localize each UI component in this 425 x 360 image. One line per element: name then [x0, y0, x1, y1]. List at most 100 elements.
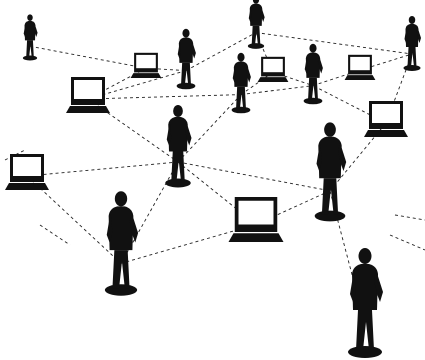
arm — [129, 212, 139, 243]
legs — [407, 47, 417, 67]
base-shadow — [403, 65, 421, 71]
torso — [168, 117, 188, 152]
computer-icon — [130, 52, 162, 78]
network-link — [185, 32, 257, 71]
base-shadow — [303, 97, 323, 105]
network-link — [29, 45, 147, 69]
person-figure — [22, 14, 38, 61]
person-figure — [348, 248, 383, 358]
arm — [416, 27, 421, 43]
computer-icon — [364, 101, 408, 137]
legs — [112, 250, 130, 289]
base-shadow — [348, 346, 382, 358]
head — [408, 16, 416, 24]
head — [173, 105, 183, 117]
computer-icon — [257, 56, 289, 82]
torso — [249, 3, 263, 26]
network-link — [39, 224, 71, 246]
screen — [263, 58, 283, 73]
torso — [318, 136, 342, 179]
keyboard — [257, 77, 289, 82]
torso — [24, 21, 36, 41]
base-shadow — [231, 106, 251, 114]
head — [114, 191, 128, 207]
person-figure — [403, 16, 421, 71]
torso — [305, 52, 321, 78]
head — [252, 0, 260, 4]
torso — [178, 37, 194, 63]
arm — [260, 6, 265, 22]
arm — [304, 55, 309, 74]
person-figure — [104, 191, 139, 296]
arm — [166, 121, 172, 146]
torso — [233, 61, 249, 87]
keyboard — [344, 75, 376, 80]
legs — [251, 25, 261, 46]
network-link — [240, 85, 314, 96]
screen — [238, 200, 274, 225]
computer-icon — [5, 154, 49, 190]
person-figure — [176, 28, 196, 90]
base-shadow — [247, 43, 265, 49]
legs — [181, 62, 191, 85]
person-figure — [314, 122, 347, 222]
arm — [177, 40, 182, 59]
torso — [405, 24, 419, 47]
keyboard — [66, 106, 110, 113]
network-link — [177, 161, 331, 192]
head — [309, 43, 317, 53]
base-shadow — [104, 284, 138, 296]
arm — [190, 40, 196, 59]
screen — [372, 104, 400, 123]
base-shadow — [176, 82, 196, 90]
computer-icon — [344, 54, 376, 80]
person-figure — [231, 52, 251, 114]
network-link — [177, 161, 257, 225]
keyboard — [364, 130, 408, 137]
person-figure — [247, 0, 265, 49]
arm — [350, 270, 356, 302]
network-link — [255, 32, 413, 55]
screen — [136, 54, 156, 69]
network-link — [87, 94, 242, 100]
head — [358, 248, 372, 264]
arm — [23, 23, 27, 37]
screen — [350, 56, 370, 71]
keyboard — [228, 233, 284, 242]
computer-icon — [66, 77, 110, 113]
legs — [321, 178, 339, 215]
arm — [232, 64, 237, 83]
screen — [74, 80, 102, 99]
arm — [245, 64, 251, 83]
network-link — [26, 161, 179, 177]
keyboard — [5, 183, 49, 190]
legs — [236, 86, 246, 109]
network-nodes — [5, 0, 421, 358]
arm — [316, 142, 322, 171]
screen — [13, 157, 41, 176]
network-link — [389, 234, 425, 251]
arm — [184, 121, 192, 146]
torso — [352, 264, 378, 310]
arm — [338, 142, 347, 171]
arm — [248, 6, 252, 22]
base-shadow — [165, 178, 191, 188]
head — [182, 28, 190, 38]
head — [27, 14, 33, 22]
legs — [26, 40, 34, 58]
arm — [33, 23, 38, 37]
torso — [108, 206, 134, 251]
person-figure — [303, 43, 323, 105]
arm — [317, 55, 323, 74]
arm — [404, 27, 408, 43]
network-link — [394, 214, 425, 221]
legs — [171, 151, 185, 182]
base-shadow — [314, 210, 346, 222]
keyboard — [130, 73, 162, 78]
person-figure — [165, 105, 192, 188]
computer-icon — [228, 197, 284, 242]
arm — [374, 270, 383, 302]
base-shadow — [22, 55, 38, 61]
